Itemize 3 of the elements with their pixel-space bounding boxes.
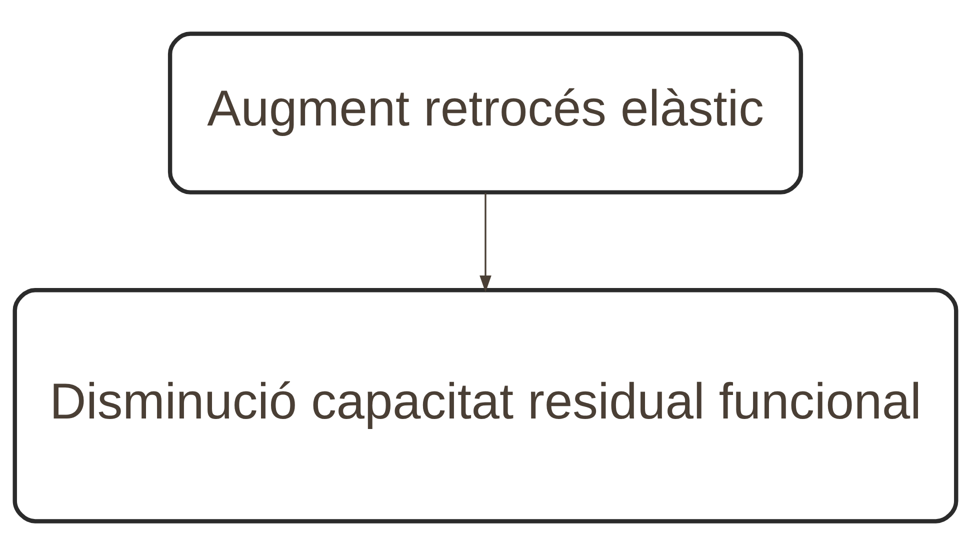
- node-box: Disminució capacitat residual funcional: [12, 288, 958, 523]
- arrow: [480, 192, 492, 292]
- node-box: Augment retrocés elàstic: [168, 31, 804, 194]
